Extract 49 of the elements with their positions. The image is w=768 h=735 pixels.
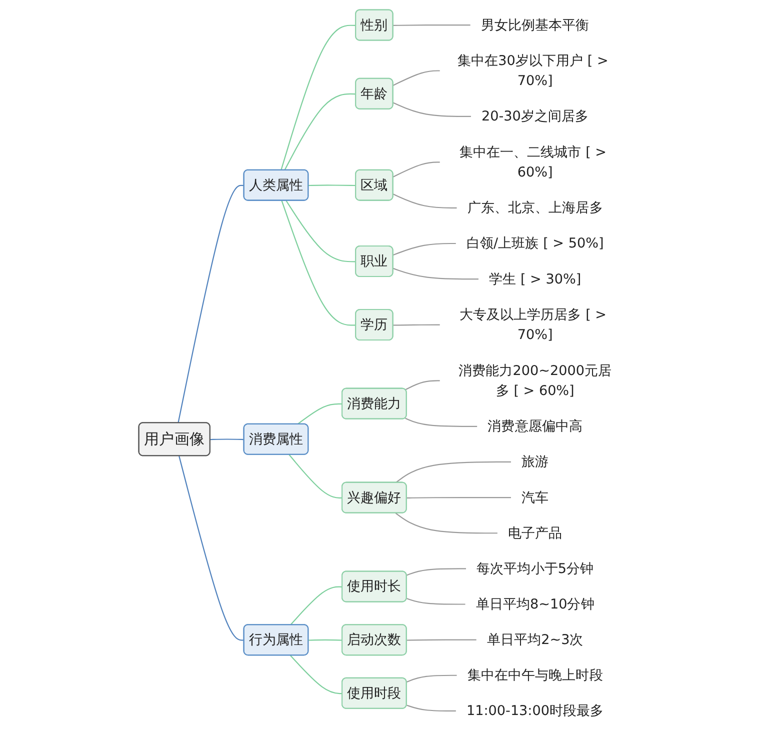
connector: [406, 704, 456, 712]
connector: [392, 161, 440, 177]
connector: [280, 24, 356, 170]
node-text: 白领/上班族 [ > 50%]: [466, 234, 604, 251]
connector: [392, 242, 456, 255]
node-text: 广东、北京、上海居多: [466, 198, 602, 216]
connector: [288, 454, 342, 498]
connector: [406, 638, 476, 640]
connector: [210, 438, 244, 440]
node-text: 消费意愿偏中高: [487, 417, 582, 434]
connector: [284, 92, 356, 170]
connector: [308, 638, 342, 640]
connector: [406, 674, 457, 682]
connector: [404, 417, 478, 426]
connector: [406, 568, 466, 576]
connector: [392, 193, 457, 208]
connector: [290, 654, 342, 694]
connector: [280, 200, 356, 326]
node-text: 男女比例基本平衡: [480, 16, 589, 32]
node-text: 消费能力200~2000元居多 [ > 60%]: [458, 362, 612, 398]
connector: [392, 24, 470, 26]
connector: [296, 402, 342, 424]
node-text: 单日平均8~10分钟: [475, 595, 594, 612]
connector: [392, 324, 440, 326]
connector: [406, 496, 512, 498]
connector: [404, 380, 440, 390]
node-text: 每次平均小于5分钟: [476, 560, 594, 576]
connector: [285, 200, 356, 262]
node-text: 学生 [ > 30%]: [488, 270, 581, 286]
connector: [177, 184, 244, 423]
connector: [392, 267, 479, 280]
node-text: 大专及以上学历居多 [ > 70%]: [458, 306, 606, 342]
node-text: 汽车: [521, 488, 548, 505]
node-text: 单日平均2~3次: [486, 630, 583, 647]
node-text: 集中在一、二线城市 [ > 60%]: [458, 143, 606, 180]
connector: [392, 102, 471, 117]
node-text: 集中在30岁以下用户 [ > 70%]: [457, 52, 608, 88]
node-text: 电子产品: [508, 524, 562, 540]
connector: [392, 70, 440, 86]
connector: [308, 184, 356, 186]
connector: [394, 460, 512, 483]
node-text: 旅游: [521, 453, 548, 470]
node-text: 20-30岁之间居多: [481, 108, 588, 124]
connector: [394, 512, 498, 534]
connector: [406, 598, 466, 604]
node-text: 集中在中午与晚上时段: [466, 666, 602, 683]
connector: [178, 455, 244, 640]
connector: [290, 586, 342, 625]
node-text: 11:00-13:00时段最多: [466, 702, 604, 718]
